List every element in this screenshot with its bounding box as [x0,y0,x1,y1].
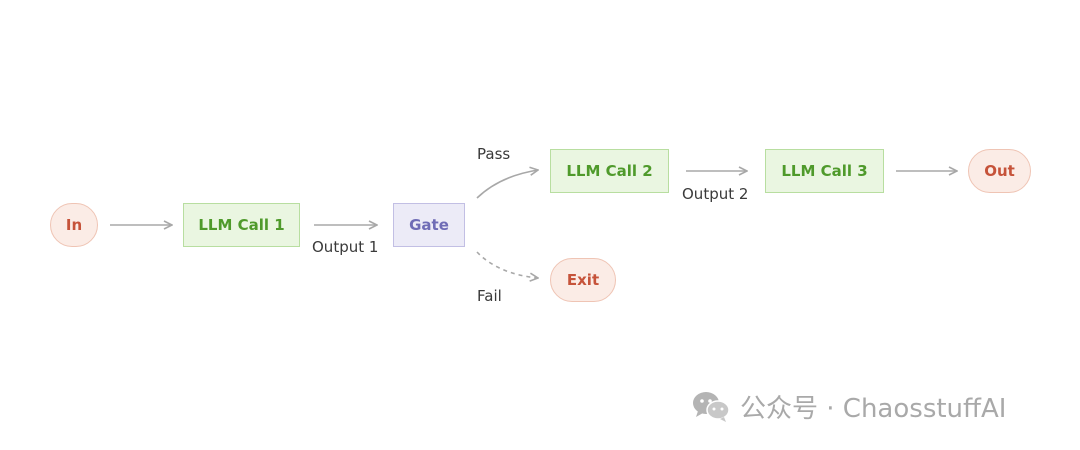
watermark-text: 公众号 · ChaosstuffAI [740,393,1007,424]
node-out: Out [968,149,1031,193]
arrow-gate-to-exit-fail [476,251,538,278]
node-exit: Exit [550,258,616,302]
node-llm-call-3: LLM Call 3 [765,149,884,193]
node-gate: Gate [393,203,465,247]
label-output-1: Output 1 [312,238,379,256]
wechat-logo-icon [693,392,730,422]
arrow-gate-to-llm2-pass [476,170,538,199]
watermark: 公众号 · ChaosstuffAI [692,386,1006,426]
node-in: In [50,203,98,247]
label-fail: Fail [477,287,502,305]
label-pass: Pass [477,145,511,163]
node-llm-call-1: LLM Call 1 [183,203,300,247]
label-output-2: Output 2 [682,185,749,203]
node-llm-call-2: LLM Call 2 [550,149,669,193]
